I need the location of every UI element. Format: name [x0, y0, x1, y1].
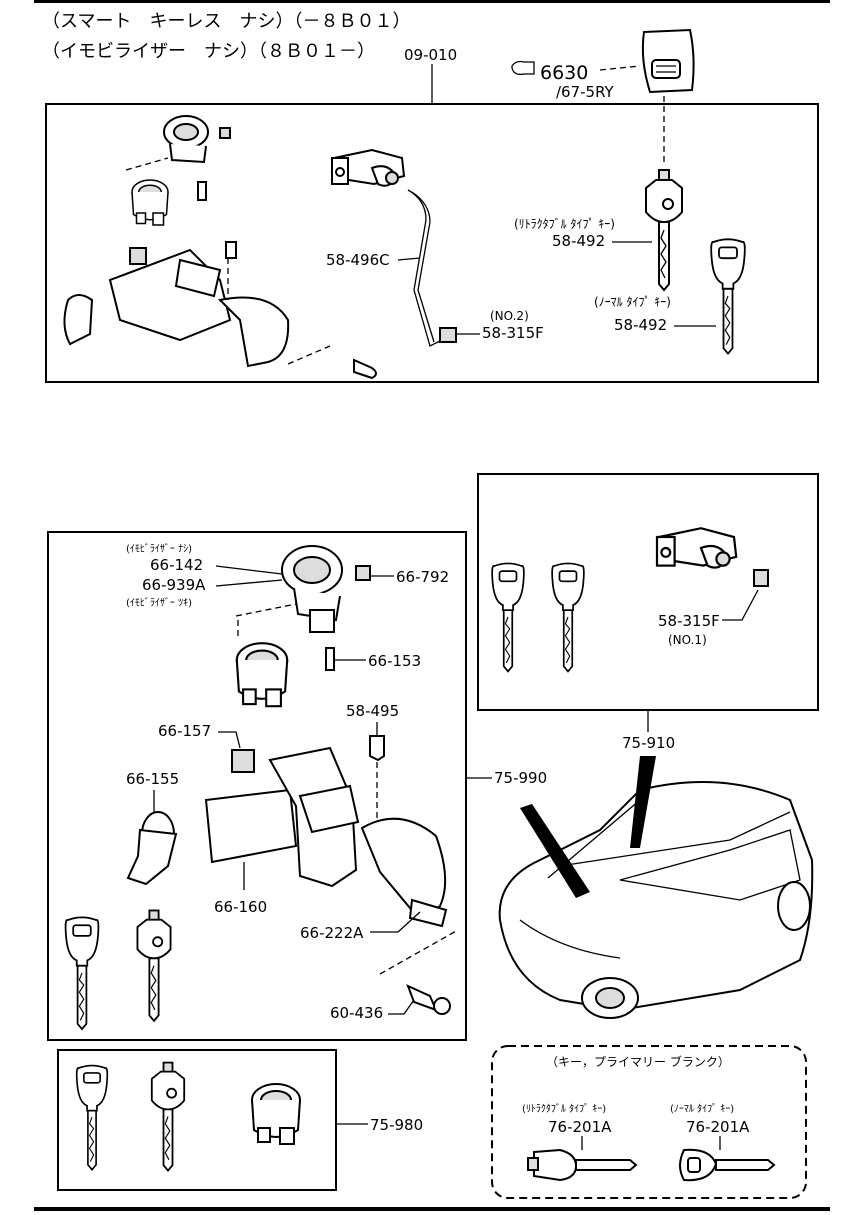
ref-pointer-icon [511, 60, 535, 76]
ref-75-980: 75-980 [370, 1116, 423, 1134]
label-76-201A-a: 76-201A [548, 1118, 612, 1136]
ref-6630-sub: /67-5RY [556, 83, 615, 101]
top-group: 09-010 6630 /67-5RY [45, 28, 819, 383]
normal-key-main [64, 916, 100, 1030]
note-immo-nashi: (ｲﾓﾋﾞﾗｲｻﾞｰ ﾅｼ) [126, 543, 192, 555]
pointer-hood [520, 804, 590, 898]
label-58-315F-a: 58-315F [482, 324, 544, 342]
right-group: 58-315F (NO.1) 75-910 [477, 473, 819, 752]
label-66-155: 66-155 [126, 770, 179, 788]
note-normal-blank: (ﾉｰﾏﾙ ﾀｲﾌﾟ ｷｰ) [670, 1103, 734, 1115]
ref-09-010: 09-010 [404, 46, 457, 64]
label-66-939A: 66-939A [142, 576, 206, 594]
label-60-436: 60-436 [330, 1004, 383, 1022]
ignition-assembly-top [63, 115, 377, 380]
main-group-box [47, 531, 467, 1041]
note-normal-key: (ﾉｰﾏﾙ ﾀｲﾌﾟ ｷｰ) [594, 295, 671, 309]
car-illustration [498, 756, 814, 1019]
blank-retractable-key [527, 1148, 638, 1182]
main-group: 75-990 (ｲﾓﾋﾞﾗｲｻﾞｰ ﾅｼ) 66-142 66-939A (ｲﾓ… [47, 531, 547, 1041]
note-no1: (NO.1) [668, 633, 707, 647]
lock-cylinder-main [235, 642, 289, 708]
note-retract-key: (ﾘﾄﾗｸﾀﾌﾞﾙ ﾀｲﾌﾟ ｷｰ) [514, 217, 615, 231]
pointer-door [630, 756, 656, 848]
immobilizer-coil [281, 545, 343, 633]
retractable-key-top [645, 169, 683, 291]
label-58-496C: 58-496C [326, 251, 390, 269]
switch-66-155 [126, 811, 178, 886]
header-line-1: （スマート キーレス ナシ）（－８Ｂ０１） [42, 11, 410, 32]
bottom-right-group: （キー，プライマリー ブランク） (ﾘﾄﾗｸﾀﾌﾞﾙ ﾀｲﾌﾟ ｷｰ) (ﾉｰﾏ… [491, 1045, 807, 1199]
label-66-142: 66-142 [150, 556, 203, 574]
label-66-222A: 66-222A [300, 924, 364, 942]
ref-6630: 6630 [540, 62, 588, 84]
pin-58-495 [369, 735, 385, 762]
normal-key-set [75, 1064, 109, 1171]
label-58-315F-b: 58-315F [658, 612, 720, 630]
bottom-left-group: 75-980 [57, 1049, 423, 1191]
label-66-153: 66-153 [368, 652, 421, 670]
blank-key-title: （キー，プライマリー ブランク） [546, 1054, 730, 1069]
note-no2: (NO.2) [490, 309, 529, 323]
label-58-492-b: 58-492 [614, 316, 667, 334]
retractable-key-main [136, 909, 172, 1022]
blank-normal-key [679, 1148, 776, 1182]
label-76-201A-b: 76-201A [686, 1118, 750, 1136]
part-66-157 [231, 749, 255, 773]
cylinder-set [251, 1083, 301, 1145]
normal-key-top [710, 238, 746, 355]
door-lock-top [331, 149, 405, 187]
label-66-160: 66-160 [214, 898, 267, 916]
ref-75-990: 75-990 [494, 769, 547, 787]
right-group-box [477, 473, 819, 711]
label-66-792: 66-792 [396, 568, 449, 586]
steering-lock-body [204, 746, 448, 928]
label-58-495: 58-495 [346, 702, 399, 720]
bottom-left-box [57, 1049, 337, 1191]
top-group-box [45, 103, 819, 383]
lock-rod [407, 189, 447, 347]
header-line-2: （イモビライザー ナシ）（８Ｂ０１－） [42, 41, 375, 62]
note-immo-tsuki: (ｲﾓﾋﾞﾗｲｻﾞｰ ﾂｷ) [126, 597, 192, 609]
retractable-key-set [150, 1061, 186, 1172]
screw-66-153 [325, 647, 335, 671]
label-58-492-a: 58-492 [552, 232, 605, 250]
smart-key-fob [641, 28, 695, 94]
bolt-60-436 [406, 984, 451, 1015]
ref-75-910: 75-910 [622, 734, 675, 752]
note-retract-blank: (ﾘﾄﾗｸﾀﾌﾞﾙ ﾀｲﾌﾟ ｷｰ) [522, 1103, 606, 1115]
label-66-157: 66-157 [158, 722, 211, 740]
bottom-right-box [491, 1045, 807, 1199]
